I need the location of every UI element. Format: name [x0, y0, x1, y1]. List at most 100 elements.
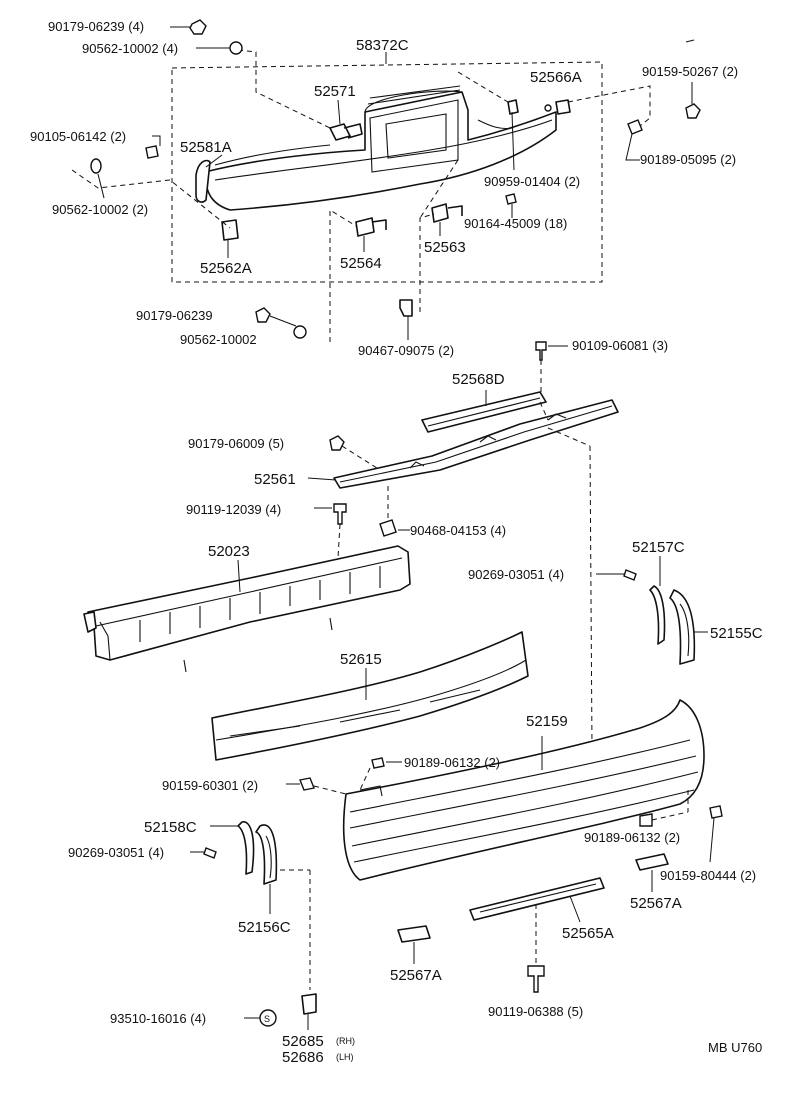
- strip-52568D-line: [427, 397, 541, 427]
- clip-52566A: [555, 99, 571, 115]
- washer-90562-10002-left: [90, 158, 102, 174]
- spoiler-ribs: [367, 85, 461, 105]
- screw-90105-06142: [145, 145, 159, 159]
- label-52615: 52615: [340, 651, 382, 668]
- clip-52564: [355, 217, 387, 237]
- label-diagram-code: MB U760: [708, 1040, 762, 1055]
- dash-to-cover-a: [547, 427, 591, 447]
- top-hardware: [90, 19, 701, 392]
- label-52685: 52685: [282, 1033, 324, 1050]
- retainer-line: [339, 405, 613, 483]
- clip-52563: [431, 203, 463, 223]
- label-90467-09075: 90467-09075 (2): [358, 343, 454, 358]
- rivet-52566A: [544, 104, 552, 112]
- clip-90959-01404: [507, 99, 519, 115]
- dash-nut-06132: [359, 767, 371, 791]
- label-90159-50267: 90159-50267 (2): [642, 64, 738, 79]
- label-90959-01404: 90959-01404 (2): [484, 174, 580, 189]
- dash-retainer: [539, 401, 549, 421]
- label-52564: 52564: [340, 255, 382, 272]
- washer-90562-10002-top: [229, 41, 243, 55]
- assembly-box: [171, 61, 603, 283]
- label-90179-06239-mid: 90179-06239: [136, 308, 213, 323]
- retainer-52156C: [255, 824, 278, 885]
- label-90189-06132-top: 90189-06132 (2): [404, 755, 500, 770]
- label-90189-05095: 90189-05095 (2): [640, 152, 736, 167]
- label-90109-06081: 90109-06081 (3): [572, 338, 668, 353]
- dash-bolt-60301: [313, 785, 347, 795]
- label-90159-80444: 90159-80444 (2): [660, 868, 756, 883]
- clip-52685-52686: [301, 993, 317, 1015]
- reinforcement-ribs: [139, 566, 381, 642]
- dash-top-left: [237, 49, 331, 129]
- label-90105-06142: 90105-06142 (2): [30, 129, 126, 144]
- label-52561: 52561: [254, 471, 296, 488]
- screw-90269-03051-r: [623, 569, 637, 581]
- bolt-90119-06388: [527, 965, 545, 993]
- dash-to-cover-b: [589, 445, 593, 749]
- label-52158C: 52158C: [144, 819, 197, 836]
- cover-line-4: [353, 789, 695, 863]
- labels: 58372C 52571 52566A 52581A 52562A 52564 …: [30, 19, 763, 1066]
- seal-52581A: [195, 159, 211, 203]
- label-52563: 52563: [424, 239, 466, 256]
- label-s-symbol: S: [264, 1014, 270, 1024]
- dash-center: [419, 159, 459, 219]
- bolt-90159-60301: [299, 777, 315, 791]
- label-52581A: 52581A: [180, 139, 232, 156]
- retainer-52565A-line: [479, 883, 597, 913]
- middle-parts: [83, 390, 708, 761]
- leader-d: [625, 133, 640, 161]
- leader-90959: [511, 111, 515, 171]
- label-52565A: 52565A: [562, 925, 614, 942]
- dash-left-hw: [71, 169, 231, 229]
- label-52562A: 52562A: [200, 260, 252, 277]
- absorber-52615: [211, 631, 529, 761]
- stray-mark: [685, 39, 695, 43]
- leader-e: [152, 135, 161, 146]
- label-52568D: 52568D: [452, 371, 505, 388]
- dash-90467: [419, 213, 435, 312]
- bracket-52567A-r: [635, 853, 669, 871]
- bolt-90109-06081: [535, 341, 547, 361]
- label-lh: (LH): [336, 1052, 354, 1062]
- dash-r: [651, 811, 689, 821]
- leader-52023: [237, 559, 241, 593]
- reinforcement-end-left: [99, 621, 111, 661]
- label-52567A-bottom: 52567A: [390, 967, 442, 984]
- washer-90562-10002-mid: [293, 325, 307, 339]
- label-90562-10002-left: 90562-10002 (2): [52, 202, 148, 217]
- label-52567A-right: 52567A: [630, 895, 682, 912]
- retainer-52565A: [469, 877, 605, 921]
- label-58372C: 58372C: [356, 37, 409, 54]
- nut-90189-06132-r: [639, 813, 653, 827]
- leader-52561: [307, 477, 337, 481]
- label-90119-12039: 90119-12039 (4): [186, 502, 281, 517]
- dash-52564: [329, 209, 357, 342]
- nut-90179-06009: [329, 435, 345, 451]
- spoiler-assembly-group: [71, 49, 651, 342]
- bolt-90119-12039: [333, 503, 347, 525]
- clip-52571: [329, 123, 363, 141]
- label-52156C: 52156C: [238, 919, 291, 936]
- spoiler-edge: [214, 119, 553, 181]
- reinforcement-studs: [183, 617, 333, 673]
- dash-nut-06009: [341, 445, 381, 471]
- label-90179-06239-top: 90179-06239 (4): [48, 19, 144, 34]
- nut-90179-06239-mid: [255, 307, 271, 323]
- label-90119-06388: 90119-06388 (5): [488, 1004, 583, 1019]
- cover-corner-detail: [359, 785, 383, 797]
- retainer-52561: [333, 399, 619, 489]
- cover-line-3: [351, 771, 699, 847]
- dash-mid-nut: [269, 315, 297, 327]
- bolt-90159-80444: [709, 805, 723, 819]
- nut-90189-05095: [627, 119, 643, 135]
- spoiler-window: [385, 113, 447, 159]
- label-90562-10002-mid: 90562-10002: [180, 332, 257, 347]
- dash-bolt-12039: [337, 523, 341, 559]
- label-52566A: 52566A: [530, 69, 582, 86]
- leader-o: [709, 817, 715, 863]
- label-90179-06009: 90179-06009 (5): [188, 436, 284, 451]
